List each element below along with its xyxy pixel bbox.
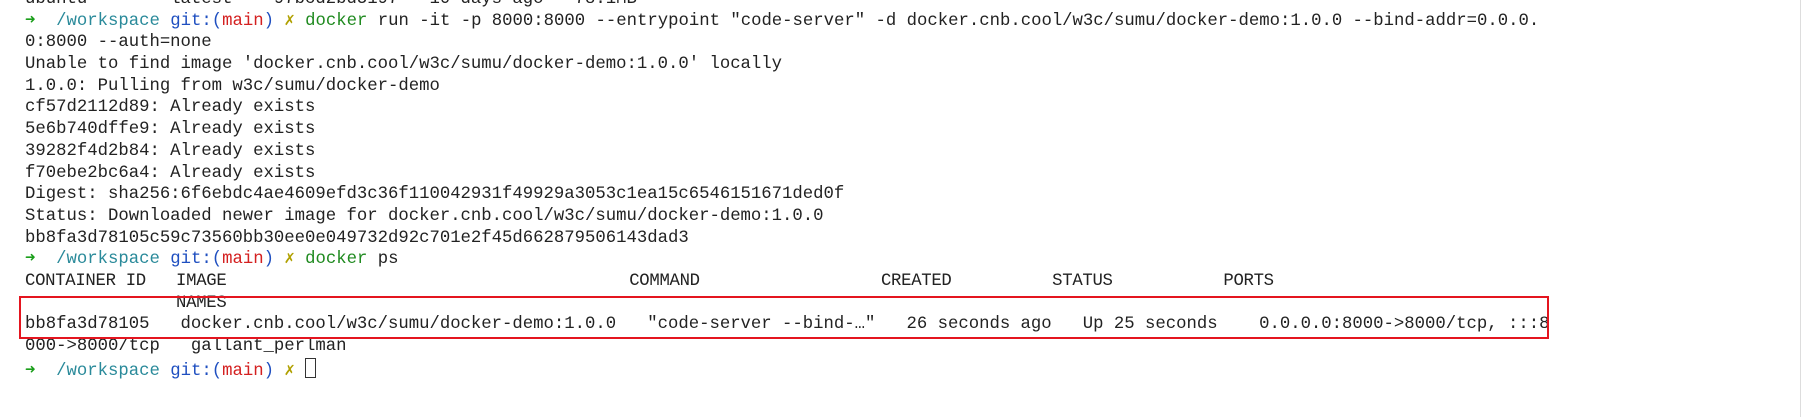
ps-row: bb8fa3d78105 docker.cnb.cool/w3c/sumu/do… xyxy=(25,315,1550,335)
output-line: Digest: sha256:6f6ebdc4ae4609efd3c36f110… xyxy=(25,185,845,205)
prompt-arrow-icon: ➜ xyxy=(25,361,36,381)
command-name: docker xyxy=(305,11,368,31)
dirty-marker-icon: ✗ xyxy=(284,361,295,381)
prompt-git-close: ) xyxy=(263,250,274,270)
ps-header-names: NAMES xyxy=(25,293,227,313)
prompt-cwd: /workspace xyxy=(56,361,160,381)
command-args: ps xyxy=(377,250,399,270)
prompt-branch: main xyxy=(222,11,264,31)
prompt-line-1: ➜ /workspace git:(main) ✗ docker run -it… xyxy=(25,11,1795,33)
output-line: 5e6b740dffe9: Already exists xyxy=(25,120,316,140)
terminal-output: ubuntu latest 97bcd2bd5197 10 days ago 7… xyxy=(25,0,1795,381)
prompt-arrow-icon: ➜ xyxy=(25,250,36,270)
prompt-git-label: git:( xyxy=(170,250,223,270)
prompt-git-label: git:( xyxy=(170,11,223,31)
ps-row-wrap: 000->8000/tcp gallant_perlman xyxy=(25,337,347,356)
output-line: 1.0.0: Pulling from w3c/sumu/docker-demo xyxy=(25,76,440,96)
output-line: Unable to find image 'docker.cnb.cool/w3… xyxy=(25,55,783,75)
output-line: 39282f4d2b84: Already exists xyxy=(25,141,316,161)
prompt-cwd: /workspace xyxy=(56,11,160,31)
dirty-marker-icon: ✗ xyxy=(284,11,295,31)
output-line: cf57d2112d89: Already exists xyxy=(25,98,316,118)
prompt-git-close: ) xyxy=(263,361,274,381)
terminal-cursor[interactable] xyxy=(305,357,317,378)
output-line: bb8fa3d78105c59c73560bb30ee0e049732d92c7… xyxy=(25,228,689,248)
highlight-box xyxy=(19,296,1549,339)
prompt-arrow-icon: ➜ xyxy=(25,11,36,31)
partial-output-line: ubuntu latest 97bcd2bd5197 10 days ago 7… xyxy=(25,0,1795,11)
command-wrap: 0:8000 --auth=none xyxy=(25,33,212,53)
prompt-branch: main xyxy=(222,361,264,381)
command-name: docker xyxy=(305,250,368,270)
scrollbar-edge xyxy=(1800,0,1801,417)
prompt-line-3: ➜ /workspace git:(main) ✗ xyxy=(25,357,1795,381)
prompt-branch: main xyxy=(222,250,264,270)
output-line: f70ebe2bc6a4: Already exists xyxy=(25,163,316,183)
prompt-git-label: git:( xyxy=(170,361,223,381)
command-args: run -it -p 8000:8000 --entrypoint "code-… xyxy=(377,11,1540,31)
prompt-cwd: /workspace xyxy=(56,250,160,270)
ps-header: CONTAINER ID IMAGE COMMAND CREATED STATU… xyxy=(25,271,1274,291)
output-line: Status: Downloaded newer image for docke… xyxy=(25,206,824,226)
prompt-git-close: ) xyxy=(263,11,274,31)
prompt-line-2: ➜ /workspace git:(main) ✗ docker ps xyxy=(25,249,1795,271)
dirty-marker-icon: ✗ xyxy=(284,250,295,270)
